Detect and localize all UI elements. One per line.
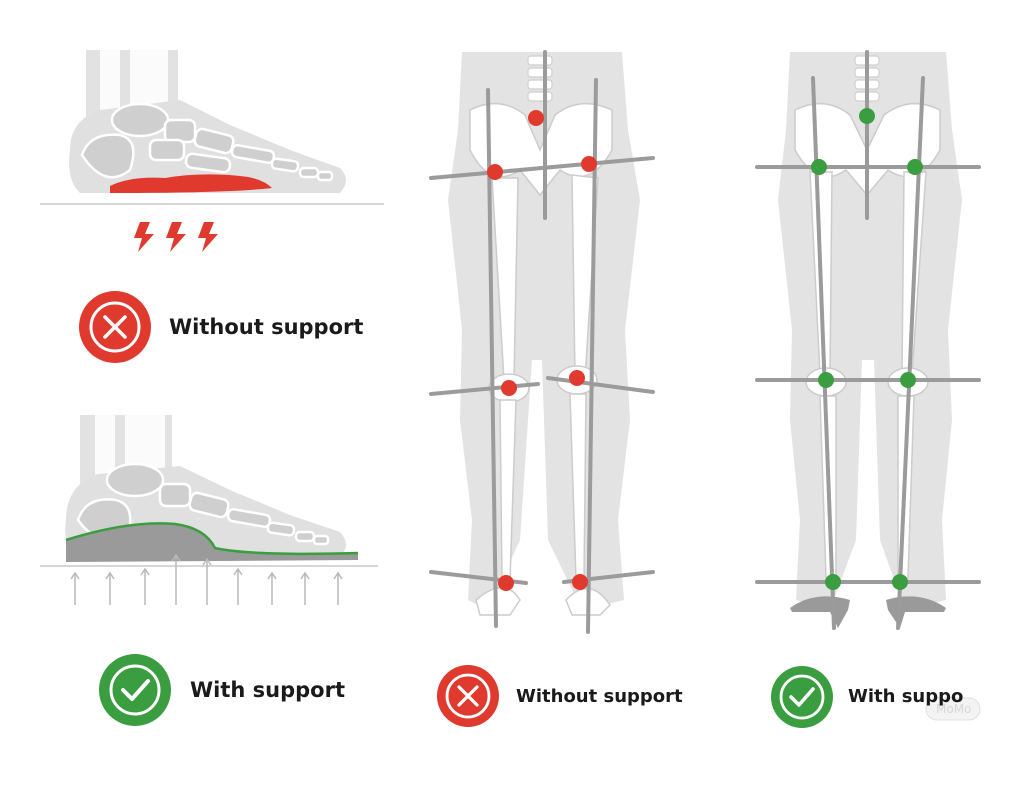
foot-with-support — [40, 415, 378, 605]
alignment-lines — [429, 50, 655, 634]
label-foot-without-support: Without support — [169, 315, 364, 339]
lightning-icon — [134, 222, 154, 252]
watermark-text: MoMo — [936, 702, 972, 716]
label-foot-with-support: With support — [190, 678, 345, 702]
insole — [790, 596, 850, 628]
label-legs-without-support: Without support — [516, 686, 683, 707]
misaligned-joints — [487, 110, 597, 591]
watermark-badge — [925, 697, 981, 721]
x-circle-icon — [437, 665, 499, 727]
foot-without-support — [40, 50, 384, 252]
label-legs-with-support: With suppo — [848, 686, 964, 707]
insole — [66, 523, 358, 562]
legs-without-support — [429, 50, 655, 634]
lightning-icon — [198, 222, 218, 252]
check-circle-icon — [771, 666, 833, 728]
lightning-icon — [166, 222, 186, 252]
check-circle-icon — [99, 654, 171, 726]
x-circle-icon — [79, 291, 151, 363]
pressure-zone — [110, 174, 272, 193]
support-arrows — [70, 553, 343, 605]
legs-with-support — [755, 50, 981, 630]
aligned-joints — [811, 108, 923, 590]
